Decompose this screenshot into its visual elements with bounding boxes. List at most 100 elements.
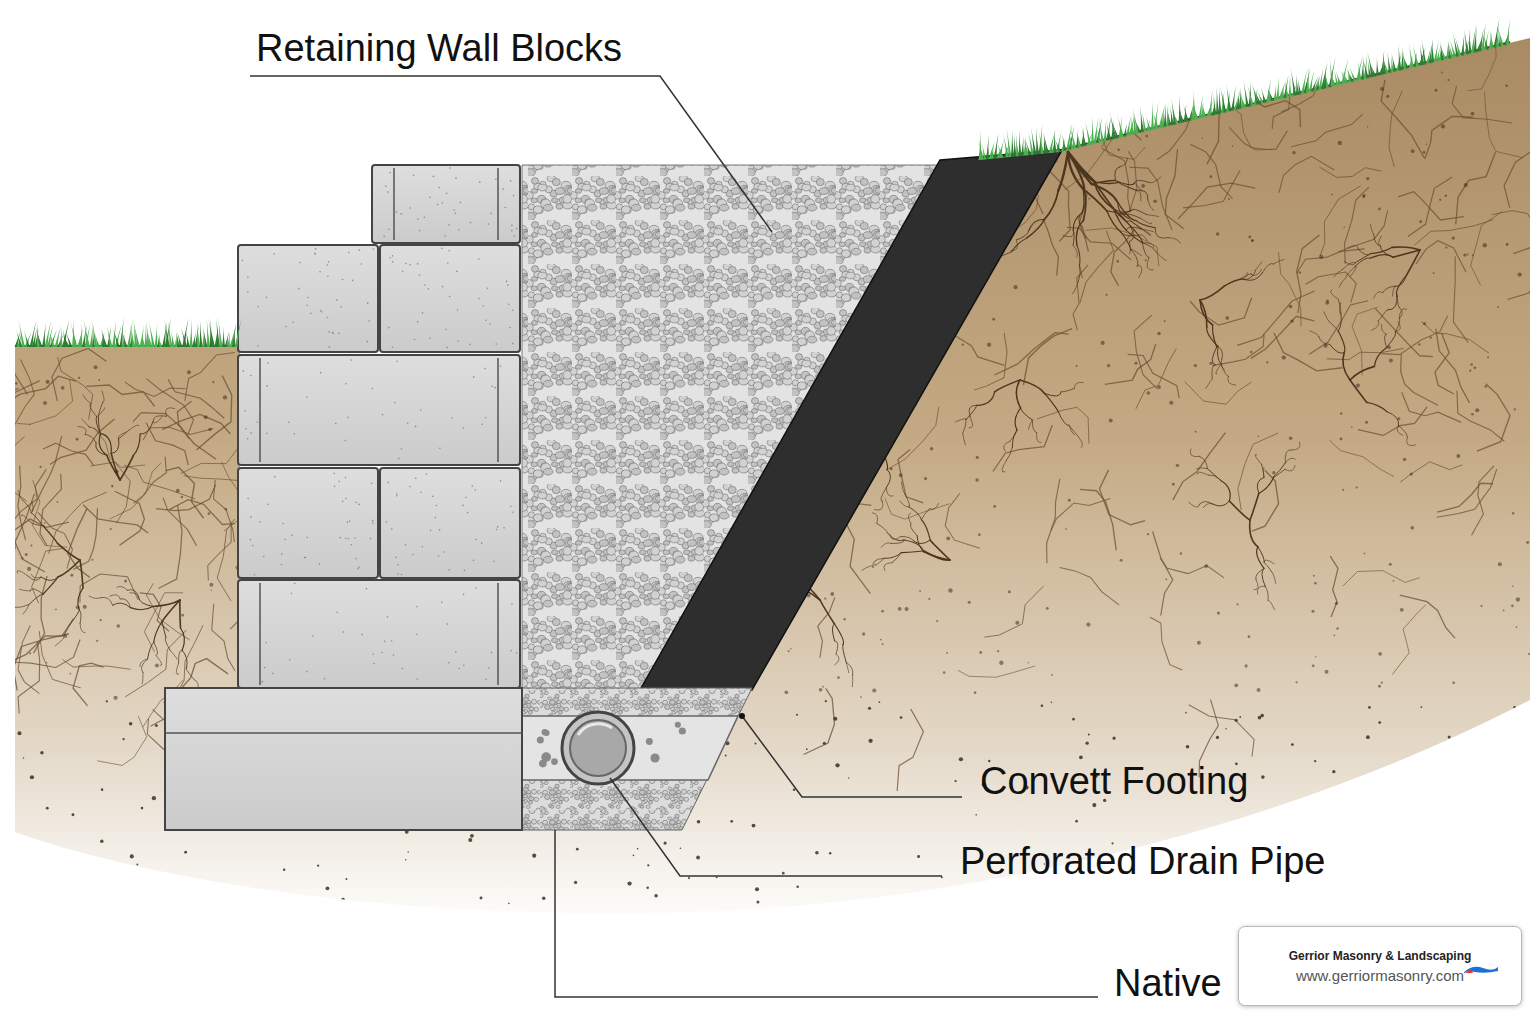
- soil-speckle: [1410, 472, 1413, 475]
- root: [846, 662, 849, 673]
- block-texture: [260, 591, 262, 593]
- soil-speckle: [1157, 332, 1160, 335]
- root: [1285, 450, 1291, 463]
- soil-speckle: [1051, 702, 1053, 704]
- soil-speckle: [46, 807, 49, 810]
- root: [1189, 502, 1200, 507]
- soil-speckle: [968, 601, 971, 604]
- block-texture: [470, 222, 472, 224]
- block-texture: [347, 521, 349, 523]
- soil-speckle: [1065, 528, 1067, 530]
- soil-crack: [124, 465, 195, 499]
- soil-crack: [1129, 167, 1172, 230]
- grass-blade: [1391, 53, 1396, 72]
- soil-crack: [1128, 354, 1180, 398]
- block-texture: [250, 516, 252, 518]
- soil-speckle: [1341, 883, 1344, 886]
- root: [80, 623, 85, 632]
- root: [1131, 249, 1142, 256]
- grass-blade: [1202, 102, 1207, 117]
- root: [21, 514, 30, 522]
- soil-crack: [1477, 384, 1510, 451]
- soil-speckle: [627, 121, 629, 123]
- root: [120, 455, 133, 480]
- root: [1121, 232, 1131, 250]
- soil-speckle: [955, 93, 957, 95]
- soil-speckle: [1258, 716, 1262, 720]
- block-texture: [306, 396, 308, 398]
- root: [1397, 426, 1403, 436]
- root: [186, 668, 195, 680]
- soil-speckle: [1512, 585, 1514, 587]
- root: [110, 595, 120, 599]
- block-texture: [478, 258, 480, 260]
- root: [117, 586, 127, 590]
- soil-speckle: [322, 900, 324, 902]
- root: [28, 576, 41, 581]
- block-texture: [294, 583, 296, 585]
- root: [1061, 389, 1074, 392]
- soil-speckle: [189, 204, 193, 208]
- soil-speckle: [1209, 362, 1212, 365]
- soil-speckles: [15, 43, 1530, 920]
- block-texture: [502, 188, 504, 190]
- grass-blade: [1003, 133, 1009, 157]
- soil-speckle: [899, 473, 903, 477]
- soil-crack: [1157, 101, 1190, 160]
- block-texture: [327, 275, 329, 277]
- block-texture: [481, 542, 483, 544]
- block-texture: [401, 574, 403, 576]
- root: [1155, 228, 1168, 238]
- block-texture: [247, 438, 249, 440]
- root: [1021, 408, 1033, 420]
- grass-blade: [1106, 116, 1111, 141]
- block-texture: [495, 343, 497, 345]
- soil-speckle: [100, 840, 103, 843]
- block-texture: [384, 641, 386, 643]
- soil-crack: [1457, 391, 1504, 442]
- root: [1264, 562, 1272, 573]
- soil-speckle: [752, 824, 756, 828]
- grass-blade: [1281, 84, 1284, 98]
- block-texture: [326, 264, 328, 266]
- block-texture: [416, 606, 418, 608]
- soil-speckle: [1480, 605, 1482, 607]
- soil-crack: [140, 593, 169, 631]
- block-texture: [266, 297, 268, 299]
- soil-speckle: [87, 910, 90, 913]
- block-texture: [422, 546, 424, 548]
- grass-blade: [60, 327, 63, 347]
- soil-speckle: [1463, 841, 1466, 844]
- block-texture: [409, 264, 411, 266]
- soil-speckle: [61, 386, 65, 390]
- company-url: www.gerriormasonry.com: [1296, 967, 1464, 984]
- pipe-highlight: [578, 724, 612, 735]
- soil-speckle: [197, 80, 200, 83]
- grass-blade: [1422, 38, 1427, 64]
- soil-crack: [1111, 229, 1135, 286]
- root: [1010, 430, 1017, 441]
- soil-speckle: [1331, 194, 1333, 196]
- soil-speckle: [796, 714, 798, 716]
- block-texture: [242, 260, 244, 262]
- block-texture: [396, 211, 398, 213]
- soil-speckle: [1445, 246, 1447, 248]
- block-texture: [394, 402, 396, 404]
- soil-speckle: [1257, 688, 1261, 692]
- block-texture: [457, 309, 459, 311]
- soil-speckle: [999, 661, 1003, 665]
- root: [127, 590, 138, 598]
- block-texture: [489, 323, 491, 325]
- soil-crack: [1279, 156, 1334, 193]
- soil-speckle: [782, 872, 785, 875]
- root: [1143, 243, 1156, 252]
- soil-speckle: [70, 574, 73, 577]
- soil-speckle: [1433, 272, 1435, 274]
- grass-blade: [49, 331, 55, 347]
- block-texture: [393, 654, 395, 656]
- root: [1120, 158, 1128, 167]
- soil-speckle: [69, 673, 71, 675]
- soil-speckle: [796, 885, 799, 888]
- grass-blade: [200, 320, 203, 347]
- soil-speckle: [1487, 755, 1489, 757]
